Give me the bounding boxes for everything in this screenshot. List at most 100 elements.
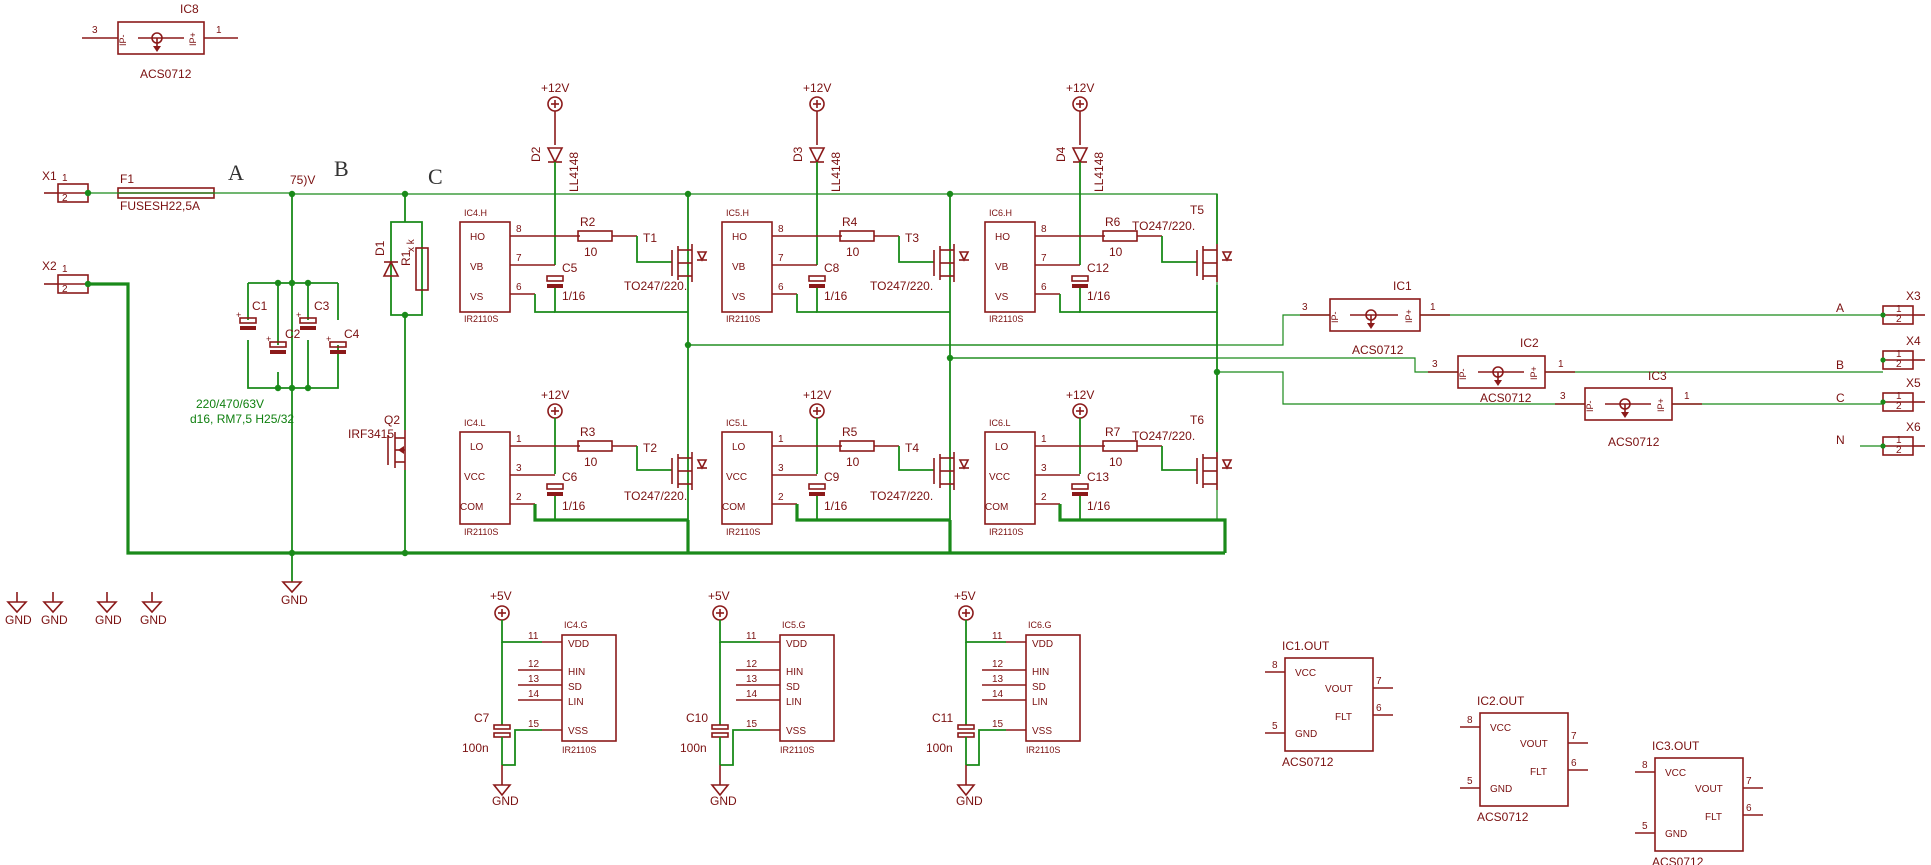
- svg-text:+12V: +12V: [1066, 388, 1094, 402]
- t2-label: T2: [643, 441, 657, 455]
- ic3-label: IC3: [1648, 369, 1667, 383]
- svg-text:ACS0712: ACS0712: [1477, 810, 1529, 824]
- ic5h-body[interactable]: [721, 221, 773, 313]
- junction-dots: [84, 189, 1221, 557]
- c11-label: C11: [932, 711, 953, 725]
- svg-text:12: 12: [528, 659, 540, 670]
- ic6h-label: IC6.H: [989, 208, 1012, 218]
- pin-number: 2: [62, 193, 68, 204]
- d4-value: LL4148: [1092, 152, 1106, 192]
- svg-text:HIN: HIN: [568, 667, 585, 678]
- pin-number: 1: [216, 25, 222, 36]
- svg-text:2: 2: [1041, 492, 1047, 503]
- svg-text:IR2110S: IR2110S: [780, 745, 814, 755]
- ic4l-body[interactable]: [459, 431, 511, 525]
- svg-text:100n: 100n: [680, 741, 707, 755]
- diode-d1[interactable]: D1: [373, 240, 400, 277]
- svg-text:VCC: VCC: [1665, 768, 1686, 779]
- ic4g-label: IC4.G: [564, 620, 588, 630]
- svg-text:12: 12: [746, 659, 758, 670]
- x1-label: X1: [42, 169, 57, 183]
- t4-label: T4: [905, 441, 919, 455]
- capacitor-c4[interactable]: C4 +: [326, 327, 360, 354]
- ic2-current-sensor[interactable]: IP- IP+ 3 1 IC2 ACS0712: [1428, 336, 1575, 405]
- connector-x2[interactable]: 2 1 X2: [42, 259, 89, 295]
- mosfet-t1[interactable]: T1 TO247/220.: [624, 231, 708, 293]
- svg-text:5: 5: [1272, 721, 1278, 732]
- svg-text:10: 10: [1109, 245, 1123, 259]
- mosfet-t6[interactable]: T6 TO247/220.: [1132, 413, 1233, 490]
- svg-text:LIN: LIN: [786, 697, 802, 708]
- connector-x5[interactable]: 1 2 X5: [1882, 376, 1925, 412]
- mosfet-t5[interactable]: T5 TO247/220.: [1132, 203, 1233, 282]
- svg-text:VB: VB: [732, 262, 746, 273]
- svg-text:VSS: VSS: [786, 726, 806, 737]
- ic6h-body[interactable]: [984, 221, 1036, 313]
- connector-x4[interactable]: 1 2 X4: [1882, 334, 1925, 370]
- c5-value: 1/16: [562, 289, 586, 303]
- transistor-q2[interactable]: Q2 IRF3415: [348, 413, 406, 470]
- d2-value: LL4148: [567, 152, 581, 192]
- connector-x1[interactable]: 2 1 X1: [42, 169, 89, 204]
- svg-text:+12V: +12V: [541, 388, 569, 402]
- ic6l-body[interactable]: [984, 431, 1036, 525]
- svg-text:IP-: IP-: [1585, 400, 1595, 412]
- svg-text:FLT: FLT: [1530, 767, 1547, 778]
- half-bridge-phase-1: +12V D2 LL4148 IC4.H IR2110S HO VB VS 8 …: [459, 81, 708, 553]
- net-label-b: B: [334, 156, 349, 181]
- svg-text:10: 10: [846, 245, 860, 259]
- svg-text:14: 14: [992, 689, 1004, 700]
- svg-text:FLT: FLT: [1705, 812, 1722, 823]
- svg-text:3: 3: [778, 463, 784, 474]
- svg-text:IP+: IP+: [1404, 309, 1414, 323]
- ic4h-body[interactable]: [459, 221, 511, 313]
- f1-label: F1: [120, 172, 134, 186]
- svg-text:GND: GND: [1490, 784, 1512, 795]
- x6-label: X6: [1906, 420, 1921, 434]
- svg-text:8: 8: [516, 224, 522, 235]
- svg-text:7: 7: [1376, 676, 1382, 687]
- ic1-output-block[interactable]: IC1.OUT ACS0712 VCC VOUT FLT GND 8 5 7 6: [1265, 639, 1393, 769]
- mosfet-t4[interactable]: T4 TO247/220.: [870, 441, 970, 503]
- ic3-current-sensor[interactable]: IP- IP+ 3 1 IC3 ACS0712: [1555, 369, 1702, 449]
- ic2-output-block[interactable]: IC2.OUT ACS0712 VCC VOUT FLT GND 8 5 7 6: [1460, 694, 1588, 824]
- svg-text:VB: VB: [995, 262, 1009, 273]
- gnd-symbol-spare-1: GND: [5, 592, 32, 627]
- capacitor-c2[interactable]: C2 +: [266, 327, 301, 354]
- svg-text:5: 5: [1642, 821, 1648, 832]
- c4-label: C4: [344, 327, 360, 341]
- svg-text:1/16: 1/16: [1087, 289, 1111, 303]
- ic6g-body[interactable]: [1025, 634, 1081, 742]
- f1-value: FUSESH22,5A: [120, 199, 200, 213]
- svg-text:+12V: +12V: [1066, 81, 1094, 95]
- mosfet-t3[interactable]: T3 TO247/220.: [870, 231, 970, 293]
- r6-label: R6: [1105, 215, 1121, 229]
- mosfet-t2[interactable]: T2 TO247/220.: [624, 441, 708, 503]
- connector-x6[interactable]: 1 2 X6: [1882, 420, 1925, 456]
- svg-text:COM: COM: [985, 502, 1008, 513]
- ic4g-body[interactable]: [561, 634, 617, 742]
- svg-text:6: 6: [1376, 703, 1382, 714]
- svg-text:VDD: VDD: [1032, 639, 1053, 650]
- capacitor-c1[interactable]: C1 +: [236, 299, 268, 330]
- svg-text:VOUT: VOUT: [1520, 739, 1548, 750]
- svg-text:LIN: LIN: [1032, 697, 1048, 708]
- ic8-current-sensor[interactable]: IP- IP+ 3 1 IC8 ACS0712: [82, 2, 238, 81]
- svg-text:IP+: IP+: [1656, 398, 1666, 412]
- ic5l-label: IC5.L: [726, 418, 748, 428]
- svg-text:IR2110S: IR2110S: [1026, 745, 1060, 755]
- svg-text:GND: GND: [5, 613, 32, 627]
- capacitor-c3[interactable]: C3 +: [296, 299, 330, 330]
- x4-label: X4: [1906, 334, 1921, 348]
- svg-text:3: 3: [516, 463, 522, 474]
- ic5g-body[interactable]: [779, 634, 835, 742]
- ic1-current-sensor[interactable]: IP- IP+ 3 1 IC1 ACS0712: [1300, 279, 1450, 357]
- connector-x3[interactable]: 1 2 X3: [1882, 289, 1925, 325]
- resistor-r1[interactable]: R1 x k: [399, 238, 429, 291]
- svg-text:GND: GND: [1295, 729, 1317, 740]
- ic3-output-block[interactable]: IC3.OUT ACS0712 VCC VOUT FLT GND 8 5 7 6: [1635, 739, 1763, 865]
- svg-text:+12V: +12V: [803, 81, 831, 95]
- svg-text:15: 15: [528, 719, 540, 730]
- ic5l-body[interactable]: [721, 431, 773, 525]
